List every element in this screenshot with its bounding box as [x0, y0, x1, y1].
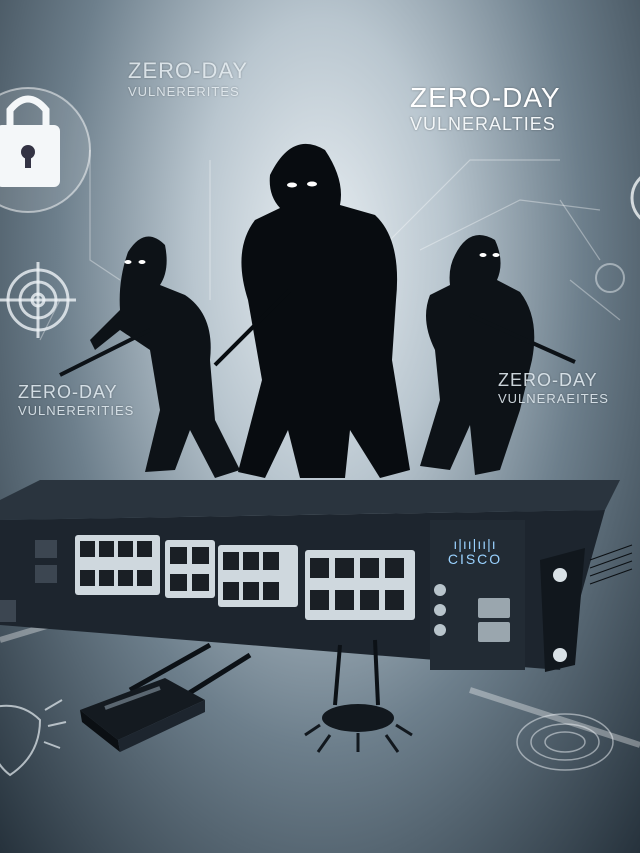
caption-title: ZERO-DAY [410, 82, 561, 113]
circuit-lines [39, 150, 621, 341]
brand-name: CISCO [447, 551, 503, 567]
caption-top-right: ZERO-DAY VULNERALTIES [410, 82, 561, 135]
router-icon [80, 642, 252, 752]
caption-title: ZERO-DAY [18, 382, 118, 402]
cisco-logo: ı|ıı|ıı|ı CISCO [440, 537, 510, 567]
side-ports [0, 540, 57, 622]
caption-middle-right: ZERO-DAY VULNERAEITES [498, 370, 609, 406]
padlock-icon [0, 87, 91, 213]
caption-subtitle: VULNERALTIES [410, 114, 556, 134]
network-switch [0, 480, 633, 672]
hooded-figure-left [59, 236, 240, 478]
hooded-figure-center [213, 143, 410, 478]
sfp-slots [478, 598, 510, 642]
vent-grille [589, 544, 633, 585]
right-circle-icon [595, 176, 640, 293]
shield-outline-icon [0, 699, 67, 777]
caption-title: ZERO-DAY [498, 370, 598, 390]
caption-title: ZERO-DAY [128, 58, 249, 83]
caption-top-left: ZERO-DAY VULNERERITES [128, 58, 248, 99]
cisco-bars-icon: ı|ıı|ıı|ı [453, 536, 497, 552]
wireless-access-point-icon [304, 639, 413, 753]
caption-subtitle: VULNERERITES [128, 84, 240, 99]
hooded-figure-right [420, 235, 576, 475]
swirl-graphic [516, 713, 614, 771]
glowing-eyes [124, 181, 500, 264]
caption-middle-left: ZERO-DAY VULNERERITIES [18, 382, 134, 418]
caption-subtitle: VULNERAEITES [498, 391, 609, 406]
ethernet-ports [80, 541, 404, 610]
caption-subtitle: VULNERERITIES [18, 403, 135, 418]
status-leds [434, 584, 446, 636]
target-icon [0, 262, 76, 338]
